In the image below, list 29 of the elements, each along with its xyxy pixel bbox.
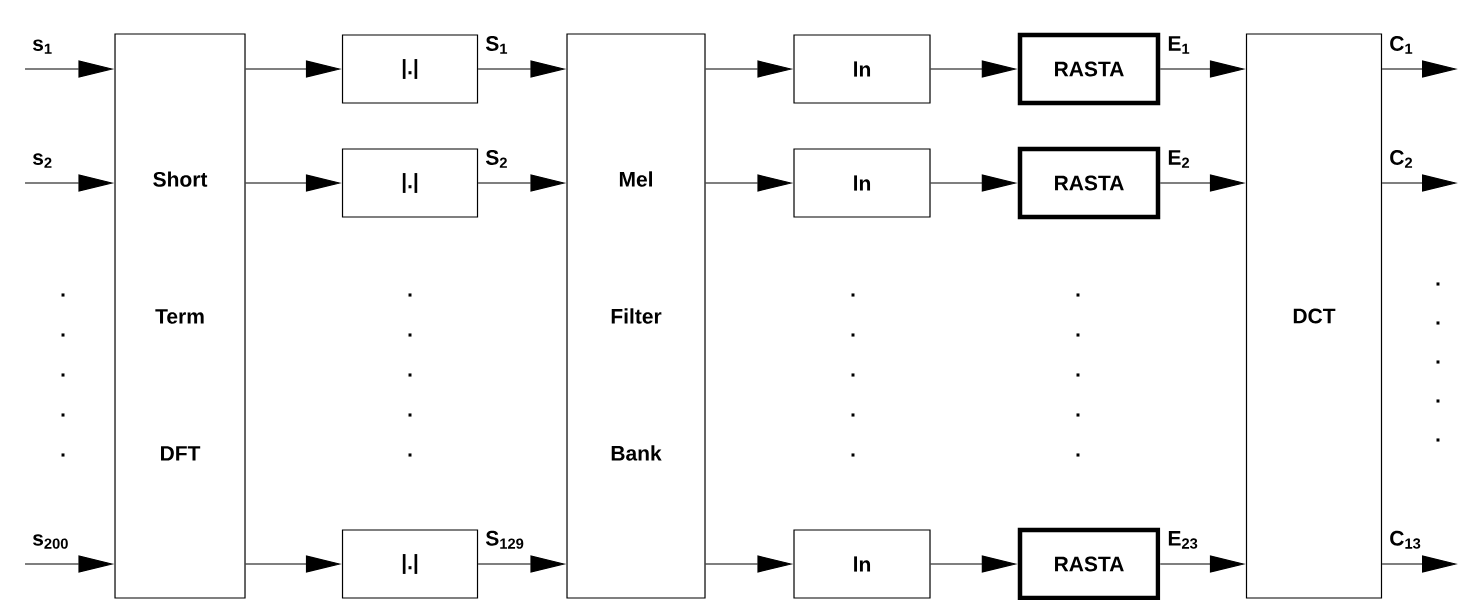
edge-label: C$_{1}$ [1390, 36, 1413, 54]
edge-label: s$_{200}$ [32, 534, 68, 549]
dot-column: . . . . . [1436, 282, 1440, 442]
process-box: ln [793, 529, 931, 599]
process-box: RASTA [1017, 527, 1161, 600]
block-box: Mel Filter Bank [566, 33, 706, 599]
edge-label: E$_{1}$ [1168, 36, 1190, 54]
edge-label: C$_{13}$ [1390, 530, 1421, 549]
dot-column: . . . . . [408, 293, 412, 457]
edge-label: E$_{2}$ [1168, 150, 1190, 168]
edge-label: s$_{2}$ [32, 153, 52, 168]
process-box: |.| [341, 34, 479, 104]
process-box: ln [793, 148, 931, 218]
process-box: RASTA [1017, 146, 1161, 220]
process-box: RASTA [1017, 32, 1161, 106]
edge-label: S$_{1}$ [485, 36, 508, 54]
edge-label: E$_{23}$ [1168, 531, 1198, 549]
block-box: DCT [1245, 33, 1383, 599]
dot-column: . . . . . [1076, 293, 1080, 457]
edge-label: S$_{129}$ [485, 530, 524, 549]
dot-column: . . . . . [851, 293, 855, 457]
edge-label: C$_{2}$ [1390, 150, 1413, 168]
process-box: |.| [341, 529, 479, 599]
edge-label: S$_{2}$ [485, 150, 507, 168]
dot-column: . . . . . [61, 293, 65, 457]
edge-label: s$_{1}$ [32, 39, 52, 54]
process-box: ln [793, 34, 931, 104]
process-box: |.| [341, 148, 479, 218]
block-box: Short Term DFT [114, 33, 246, 599]
